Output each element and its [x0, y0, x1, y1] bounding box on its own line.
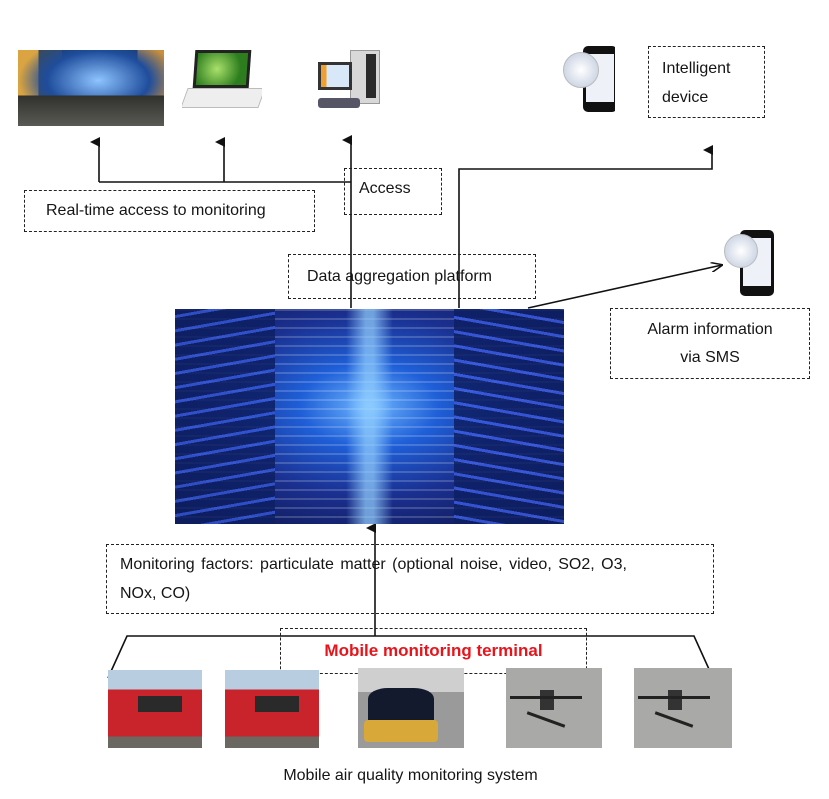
realtime-access-box — [24, 190, 315, 232]
intelligent-device-box — [648, 46, 765, 118]
data-aggregation-label: Data aggregation platform — [307, 268, 492, 285]
diagram-caption: Mobile air quality monitoring system — [283, 767, 538, 784]
bus-image-1 — [108, 670, 202, 748]
car-image — [358, 668, 464, 748]
access-label: Access — [359, 180, 411, 197]
alarm-sms-box — [610, 308, 810, 379]
bus-image-2 — [225, 670, 319, 748]
alarm-sms-label-line2: via SMS — [680, 349, 740, 366]
realtime-access-label: Real-time access to monitoring — [46, 202, 266, 219]
sms-arrow — [527, 265, 722, 309]
intelligent-device-label-line2: device — [662, 89, 709, 106]
smartphone-image — [563, 44, 615, 118]
intelligent-device-label-line1: Intelligent — [662, 60, 731, 77]
smartphone-alarm-image — [724, 230, 776, 302]
control-room-image — [18, 50, 164, 126]
alarm-sms-label-line1: Alarm information — [647, 321, 773, 338]
laptop-image — [182, 48, 262, 110]
vehicles-bracket — [107, 635, 714, 679]
desktop-computer-image — [316, 48, 382, 114]
access-box — [344, 168, 442, 215]
intelligent-device-arrow — [458, 145, 713, 308]
data-aggregation-box — [288, 254, 536, 299]
mobile-terminal-label: Mobile monitoring terminal — [324, 641, 543, 660]
data-center-image — [175, 309, 564, 524]
drone-image-2 — [634, 668, 732, 748]
monitoring-factors-label-line1: Monitoring factors: particulate matter (… — [120, 556, 627, 573]
drone-image-1 — [506, 668, 602, 748]
monitoring-factors-label-line2: NOx, CO) — [120, 585, 191, 602]
monitoring-factors-box — [106, 544, 714, 614]
